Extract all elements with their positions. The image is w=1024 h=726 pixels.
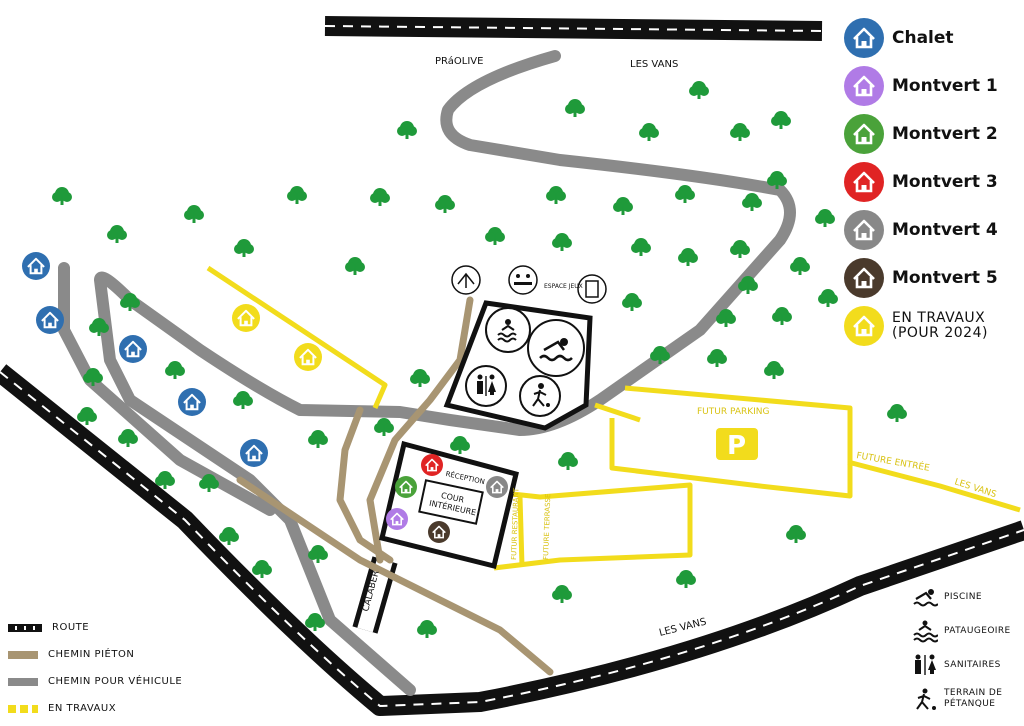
legend-label: Montvert 2 xyxy=(892,123,998,144)
facility-legend-label: TERRAIN DE PÉTANQUE xyxy=(944,688,1003,709)
montvert4-pin[interactable] xyxy=(486,476,508,498)
les-vans-bottom-label: LES VANS xyxy=(658,617,708,639)
montvert5-pin[interactable] xyxy=(428,521,450,543)
house-icon xyxy=(844,114,884,154)
legend-item: Montvert 2 xyxy=(844,110,1014,158)
legend-item: Montvert 5 xyxy=(844,254,1014,302)
legend-label: Montvert 4 xyxy=(892,219,998,240)
path-legend: ROUTE CHEMIN PIÉTON CHEMIN POUR VÉHICULE EN… xyxy=(8,614,188,722)
wading-pool-icon xyxy=(912,619,939,643)
works-pin[interactable] xyxy=(232,304,260,332)
house-icon xyxy=(844,258,884,298)
future-entry-label: FUTURE ENTRÉE xyxy=(855,449,930,474)
les-vans-top-label: LES VANS xyxy=(630,59,678,70)
wading-pool-icon xyxy=(497,319,517,343)
path-legend-label: CHEMIN PIÉTON xyxy=(48,649,135,660)
works-pin[interactable] xyxy=(294,343,322,371)
chalet-pin[interactable] xyxy=(178,388,206,416)
toilets-icon xyxy=(477,374,496,396)
chalet-pin[interactable] xyxy=(22,252,50,280)
pedestrian-paths xyxy=(236,296,554,676)
facility-legend-item: PISCINE xyxy=(912,580,1022,614)
legend-label: Chalet xyxy=(892,27,954,48)
house-icon xyxy=(844,162,884,202)
path-swatch xyxy=(8,704,38,713)
toilets-icon xyxy=(912,653,938,677)
montvert1-pin[interactable] xyxy=(386,508,408,530)
legend-label: EN TRAVAUX (POUR 2024) xyxy=(892,309,988,341)
chalet-pin[interactable] xyxy=(240,439,268,467)
montvert2-pin[interactable] xyxy=(395,476,417,498)
path-legend-label: CHEMIN POUR VÉHICULE xyxy=(48,676,183,687)
swimmer-icon xyxy=(539,338,573,362)
parking-icon: P xyxy=(716,428,758,461)
path-legend-item: EN TRAVAUX xyxy=(8,695,188,722)
parking-letter: P xyxy=(727,431,746,461)
facility-legend-label: SANITAIRES xyxy=(944,659,1001,670)
legend-label: Montvert 3 xyxy=(892,171,998,192)
facility-legend-label: PATAUGEOIRE xyxy=(944,625,1011,636)
legend-item: Montvert 1 xyxy=(844,62,1014,110)
house-icon xyxy=(844,18,884,58)
lodging-pins xyxy=(22,252,508,543)
path-legend-item: ROUTE xyxy=(8,614,188,641)
futur-terrasse-label: FUTURE TERRASSE xyxy=(542,494,552,561)
pool-area xyxy=(443,300,593,431)
chalet-pin[interactable] xyxy=(36,306,64,334)
legend-item: EN TRAVAUX (POUR 2024) xyxy=(844,302,1014,350)
facility-legend: PISCINE PATAUGEOIRE SANITAIRES TERRAIN DE P… xyxy=(912,580,1022,716)
montvert3-pin[interactable] xyxy=(421,454,443,476)
path-swatch xyxy=(8,677,38,686)
path-legend-item: CHEMIN PIÉTON xyxy=(8,641,188,668)
petanque-icon xyxy=(912,687,938,711)
legend-label: Montvert 5 xyxy=(892,267,998,288)
path-legend-label: ROUTE xyxy=(52,622,90,633)
house-icon xyxy=(844,210,884,250)
works-areas xyxy=(206,265,1021,571)
legend-item: Montvert 3 xyxy=(844,158,1014,206)
house-icon xyxy=(844,306,884,346)
petanque-icon xyxy=(532,383,550,407)
path-swatch xyxy=(8,650,38,659)
facility-legend-item: TERRAIN DE PÉTANQUE xyxy=(912,682,1022,716)
top-road xyxy=(324,16,823,41)
prolive-label: PRáOLIVE xyxy=(435,55,483,67)
chalet-pin[interactable] xyxy=(119,335,147,363)
facility-legend-item: SANITAIRES xyxy=(912,648,1022,682)
facility-legend-label: PISCINE xyxy=(944,591,982,602)
espace-jeux-label: ESPACE JEUX xyxy=(544,283,583,290)
facility-legend-item: PATAUGEOIRE xyxy=(912,614,1022,648)
futur-restaurant-label: FUTUR RESTAURANT xyxy=(510,487,521,560)
legend-item: Montvert 4 xyxy=(844,206,1014,254)
house-icon xyxy=(844,66,884,106)
pool-top-icons: ESPACE JEUX xyxy=(451,265,607,304)
reception-area: COUR INTÉRIEURE RÉCEPTION xyxy=(379,440,519,570)
path-swatch xyxy=(8,623,42,632)
future-parking-label: FUTUR PARKING xyxy=(697,407,770,417)
path-legend-item: CHEMIN POUR VÉHICULE xyxy=(8,668,188,695)
main-road xyxy=(0,364,1024,716)
path-legend-label: EN TRAVAUX xyxy=(48,703,117,714)
legend-label: Montvert 1 xyxy=(892,75,998,96)
legend-item: Chalet xyxy=(844,14,1014,62)
swimmer-icon xyxy=(912,585,939,609)
